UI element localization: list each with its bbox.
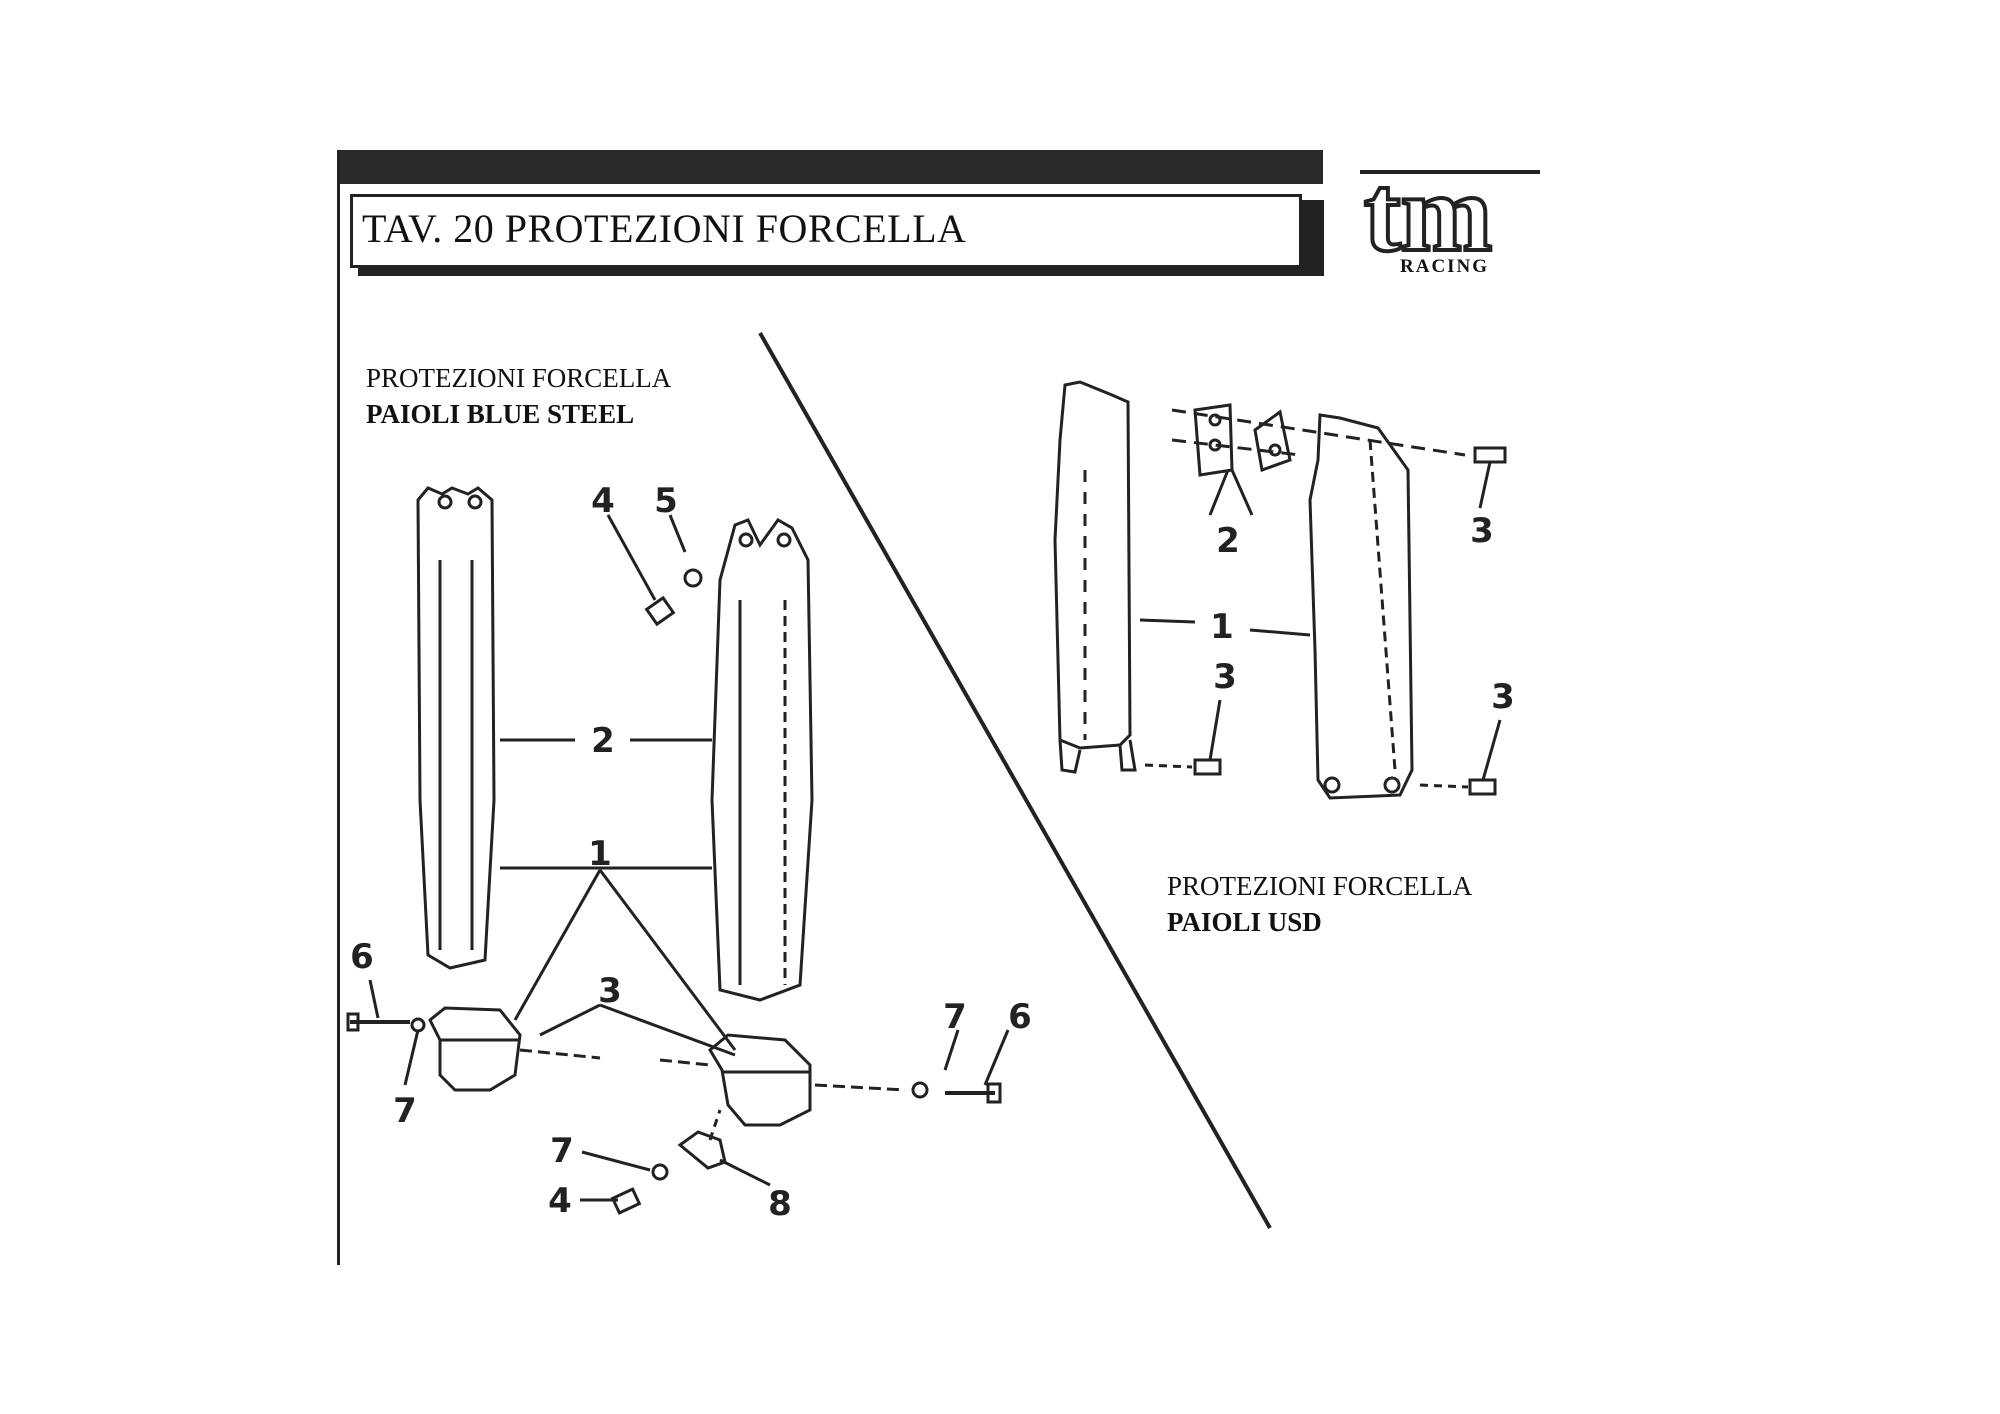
callout-2-usd: 2 — [1216, 521, 1240, 561]
callout-4-bottom: 4 — [548, 1181, 572, 1221]
bolt-4-top — [644, 595, 676, 627]
left-section-line2: PAIOLI BLUE STEEL — [366, 399, 635, 429]
callout-3-usd-right: 3 — [1491, 677, 1515, 717]
fork-guard-left — [416, 486, 496, 970]
fork-clamp-right — [708, 1033, 812, 1127]
page-title: TAV. 20 PROTEZIONI FORCELLA — [362, 206, 967, 251]
callout-3-left: 3 — [598, 971, 622, 1011]
usd-guard-right — [1308, 413, 1414, 800]
right-section-label: PROTEZIONI FORCELLA PAIOLI USD — [1167, 868, 1472, 940]
bolt-4-bottom — [610, 1187, 642, 1215]
callout-7-right: 7 — [943, 997, 967, 1037]
logo-racing-text: RACING — [1400, 256, 1490, 277]
usd-bolt-3-top — [1473, 446, 1507, 464]
left-section-label: PROTEZIONI FORCELLA PAIOLI BLUE STEEL — [366, 360, 671, 432]
usd-guard-left — [1053, 380, 1137, 774]
left-section-line1: PROTEZIONI FORCELLA — [366, 363, 672, 393]
tm-racing-logo: tm — [1360, 150, 1540, 276]
fork-guard-right — [710, 518, 814, 1002]
callout-1-usd: 1 — [1210, 607, 1234, 647]
brake-hose-clip-8 — [677, 1130, 727, 1170]
usd-bolt-3-right — [1468, 778, 1497, 796]
fork-clamp-left — [428, 1006, 522, 1092]
title-shadow-right — [1302, 200, 1324, 276]
right-section-line2: PAIOLI USD — [1167, 907, 1322, 937]
callout-4-top: 4 — [591, 481, 615, 521]
callout-7-bottom: 7 — [550, 1131, 574, 1171]
usd-bolt-3-left — [1193, 758, 1222, 776]
washer-5-top — [683, 568, 703, 588]
callout-1-left: 1 — [588, 834, 612, 874]
callout-3-usd-left: 3 — [1213, 657, 1237, 697]
diagonal-divider — [758, 332, 1272, 1229]
callout-5-top: 5 — [654, 481, 678, 521]
right-section-line1: PROTEZIONI FORCELLA — [1167, 871, 1473, 901]
washer-7-bottom — [651, 1163, 669, 1181]
header-bar — [338, 150, 1323, 184]
callout-6-left: 6 — [350, 937, 374, 977]
left-border-line — [337, 150, 340, 1265]
usd-clip-2b — [1253, 409, 1292, 473]
washer-7-right — [911, 1081, 929, 1099]
washer-7-left — [410, 1017, 426, 1033]
callout-6-right: 6 — [1008, 997, 1032, 1037]
title-shadow — [358, 268, 1324, 276]
callout-3-usd-top: 3 — [1470, 511, 1494, 551]
callout-7-left: 7 — [393, 1091, 417, 1131]
callout-8: 8 — [768, 1184, 792, 1224]
callout-2-left: 2 — [591, 721, 615, 761]
title-box — [350, 194, 1302, 268]
